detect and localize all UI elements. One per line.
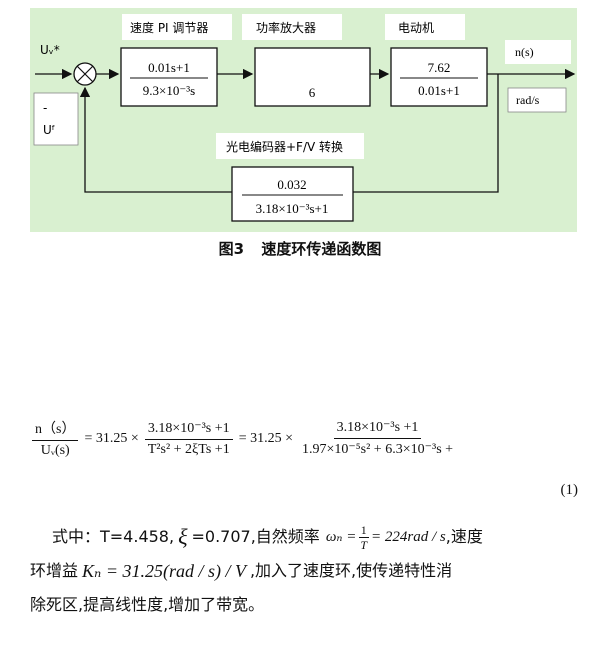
figure-title: 速度环传递函数图: [261, 240, 382, 258]
amp-gain: 6: [309, 85, 316, 100]
transfer-equation: n（s） Uᵥ(s) = 31.25 × 3.18×10⁻³s +1 T²s² …: [30, 418, 585, 470]
feedback-sign: -: [43, 101, 47, 115]
equation-number: (1): [560, 482, 579, 498]
omega-value: = 224rad / s: [371, 529, 446, 545]
feedback-signal-box: [33, 92, 79, 146]
encoder-numerator: 0.032: [277, 177, 306, 192]
output-label-box: [505, 40, 571, 64]
amp-title-box: [242, 14, 342, 40]
motor-denominator: 0.01s+1: [418, 83, 460, 98]
paragraph-line-3: 除死区,提高线性度,增加了带宽。: [30, 595, 265, 614]
encoder-title-box: [216, 133, 364, 159]
figure-number: 图3: [218, 240, 245, 258]
pi-controller-block: [120, 47, 218, 107]
power-amplifier-block: [254, 47, 371, 107]
pi-denominator: 9.3×10⁻³s: [143, 83, 195, 98]
xi-symbol: ξ: [178, 524, 188, 549]
pi-title: 速度 PI 调节器: [130, 20, 208, 35]
amp-title: 功率放大器: [256, 20, 316, 35]
figure-caption: 图3 速度环传递函数图: [0, 238, 600, 259]
motor-title: 电动机: [398, 21, 434, 35]
paragraph-line-1: 式中：T=4.458, ξ =0.707,自然频率 ωₙ = 1 T = 224…: [30, 520, 578, 554]
fraction-1: 3.18×10⁻³s +1 T²s² + 2ξTs +1: [144, 420, 233, 458]
equals-1: = 31.25 ×: [84, 430, 139, 446]
feedback-path: [353, 74, 499, 193]
feedback-label: Uᶠ: [43, 123, 55, 137]
fraction-2: 3.18×10⁻³s +1 1.97×10⁻⁵s² + 6.3×10⁻³s +: [302, 420, 454, 457]
unit-label-box: [507, 87, 567, 113]
omega-symbol: ωₙ =: [325, 529, 357, 545]
encoder-block: [231, 166, 354, 222]
paragraph-line-2: 环增益 Kₙ = 31.25(rad / s) / V ,加入了速度环,使传递特…: [30, 554, 578, 588]
unit-label: rad/s: [516, 93, 540, 107]
motor-block: [390, 47, 488, 107]
kn-expression: Kₙ = 31.25(rad / s) / V: [82, 561, 246, 581]
pi-title-box: [122, 14, 232, 40]
speed-loop-block-diagram: Uᵥ* - Uᶠ 速度 PI 调节器 0.01s+1 9.3×10⁻³s 功率放…: [30, 8, 577, 232]
encoder-title: 光电编码器+F/V 转换: [226, 139, 343, 154]
summing-junction: [73, 62, 97, 86]
equals-2: = 31.25 ×: [238, 430, 293, 446]
omega-fraction: 1 T: [358, 522, 369, 552]
motor-title-box: [385, 14, 465, 40]
pi-numerator: 0.01s+1: [148, 60, 190, 75]
output-label: n(s): [515, 45, 534, 59]
encoder-denominator: 3.18×10⁻³s+1: [256, 201, 329, 216]
lhs-fraction: n（s） Uᵥ(s): [32, 418, 79, 459]
input-label: Uᵥ*: [40, 43, 60, 57]
explanation-paragraph: 式中：T=4.458, ξ =0.707,自然频率 ωₙ = 1 T = 224…: [30, 520, 578, 622]
motor-numerator: 7.62: [428, 60, 451, 75]
